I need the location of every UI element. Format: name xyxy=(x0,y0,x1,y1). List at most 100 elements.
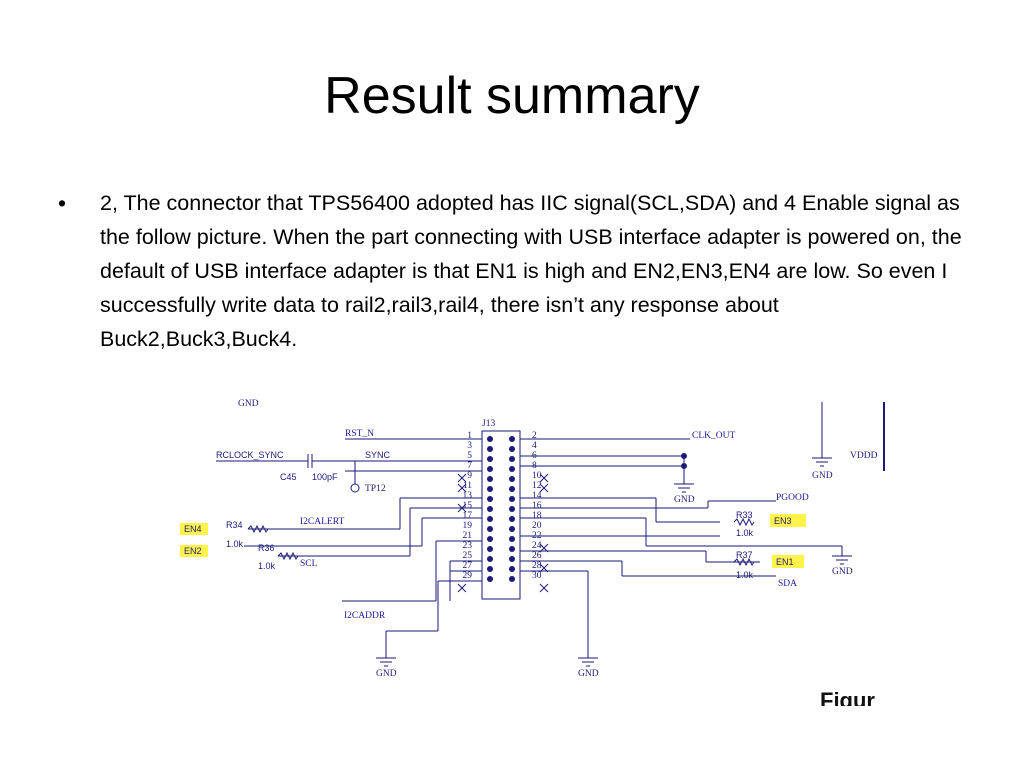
pin-dot-left xyxy=(487,556,493,562)
gnd-mid-label: GND xyxy=(674,495,695,505)
c45-label: C45 xyxy=(280,472,297,482)
gnd-top-label: GND xyxy=(238,399,259,409)
pin-number-left: 11 xyxy=(463,481,472,491)
pin-number-left: 9 xyxy=(467,471,472,481)
slide-title: Result summary xyxy=(324,67,700,125)
net-i2caddr: I2CADDR xyxy=(344,611,386,621)
r37-value: 1.0k xyxy=(736,570,754,580)
pin-number-right: 6 xyxy=(532,451,537,461)
r37-label: R37 xyxy=(736,550,753,560)
pin-number-right: 8 xyxy=(532,461,537,471)
connector-body xyxy=(481,430,521,600)
en3-highlight xyxy=(770,514,806,527)
pin-dot-right xyxy=(509,546,515,552)
pin-dot-right xyxy=(509,556,515,562)
gnd-bottom-mid-label: GND xyxy=(578,669,599,679)
pin-number-right: 30 xyxy=(532,571,542,581)
net-scl: SCL xyxy=(300,559,318,569)
pin-dot-left xyxy=(487,576,493,582)
en4-label: EN4 xyxy=(184,524,202,534)
pin-dot-right xyxy=(509,566,515,572)
net-pgood: PGOOD xyxy=(776,493,809,503)
pin-dot-left xyxy=(487,466,493,472)
pin-number-right: 2 xyxy=(532,431,537,441)
pin-dot-left xyxy=(487,506,493,512)
no-connect-marks xyxy=(457,473,549,593)
pin-dot-left xyxy=(487,446,493,452)
pin-dot-right xyxy=(509,506,515,512)
net-vddd: VDDD xyxy=(850,451,878,461)
pin-dot-right xyxy=(509,466,515,472)
net-clk-out: CLK_OUT xyxy=(692,431,735,441)
gnd-right-mid-label: GND xyxy=(832,567,853,577)
bullet-text: 2, The connector that TPS56400 adopted h… xyxy=(100,191,962,351)
pin-dot-left xyxy=(487,516,493,522)
pin-dot-right xyxy=(509,456,515,462)
pin-number-right: 14 xyxy=(532,491,542,501)
pin-number-left: 17 xyxy=(463,511,473,521)
pin-dot-right xyxy=(509,576,515,582)
pin-number-right: 12 xyxy=(532,481,542,491)
pin-number-right: 24 xyxy=(532,541,542,551)
pin-number-right: 10 xyxy=(532,471,542,481)
en4-highlight xyxy=(180,523,208,535)
pin-number-right: 16 xyxy=(532,501,542,511)
pin-dot-right xyxy=(509,446,515,452)
gnd-bottom-left-label: GND xyxy=(376,669,397,679)
connector-ref: J13 xyxy=(482,419,495,429)
pin-number-right: 18 xyxy=(532,511,542,521)
pin-dot-left xyxy=(487,546,493,552)
pin-dot-right xyxy=(509,526,515,532)
pin-number-left: 29 xyxy=(463,571,473,581)
pin-number-left: 7 xyxy=(467,461,472,471)
c45-value: 100pF xyxy=(312,472,338,482)
pin-number-left: 13 xyxy=(463,491,473,501)
pin-number-right: 26 xyxy=(532,551,542,561)
net-rst-n: RST_N xyxy=(345,429,374,439)
pin-dot-right xyxy=(509,436,515,442)
pin-dot-right xyxy=(509,486,515,492)
en3-label: EN3 xyxy=(774,516,792,526)
connector-pins: 1357911131517192123252729246810121416182… xyxy=(463,431,542,582)
pin-number-right: 20 xyxy=(532,521,542,531)
en1-label: EN1 xyxy=(776,557,794,567)
pin-dot-left xyxy=(487,536,493,542)
r33-label: R33 xyxy=(736,510,753,520)
tp12-label: TP12 xyxy=(365,484,386,494)
r34-value: 1.0k xyxy=(226,539,244,549)
net-rclock-sync: RCLOCK_SYNC xyxy=(216,450,284,460)
pin-number-right: 4 xyxy=(532,441,537,451)
pin-dot-left xyxy=(487,476,493,482)
gnd-right-top-label: GND xyxy=(812,471,833,481)
r33-value: 1.0k xyxy=(736,528,754,538)
pin-number-left: 3 xyxy=(467,441,472,451)
net-sda: SDA xyxy=(778,579,797,589)
pin-number-left: 5 xyxy=(467,451,472,461)
schematic-svg: 1357911131517192123252729246810121416182… xyxy=(180,399,885,706)
pin-dot-left xyxy=(487,456,493,462)
pin-number-left: 1 xyxy=(467,431,472,441)
pin-number-left: 21 xyxy=(463,531,473,541)
pin-dot-right xyxy=(509,516,515,522)
pin-dot-left xyxy=(487,566,493,572)
bullet-marker: • xyxy=(58,190,67,216)
pin-dot-left xyxy=(487,436,493,442)
pin-number-right: 28 xyxy=(532,561,542,571)
net-sync: SYNC xyxy=(365,450,391,460)
pin-number-right: 22 xyxy=(532,531,542,541)
en1-highlight xyxy=(772,555,804,568)
r36-label: R36 xyxy=(258,543,275,553)
r34-label: R34 xyxy=(226,520,243,530)
net-i2calert: I2CALERT xyxy=(300,517,344,527)
pin-dot-right xyxy=(509,536,515,542)
en2-label: EN2 xyxy=(184,546,202,556)
pin-number-left: 19 xyxy=(463,521,473,531)
pin-number-left: 23 xyxy=(463,541,473,551)
pin-dot-right xyxy=(509,476,515,482)
pin-dot-right xyxy=(509,496,515,502)
r36-value: 1.0k xyxy=(258,561,276,571)
pin-number-left: 27 xyxy=(463,561,473,571)
pin-dot-left xyxy=(487,526,493,532)
pin-dot-left xyxy=(487,496,493,502)
figure-caption-fragment: Figur xyxy=(820,688,875,706)
